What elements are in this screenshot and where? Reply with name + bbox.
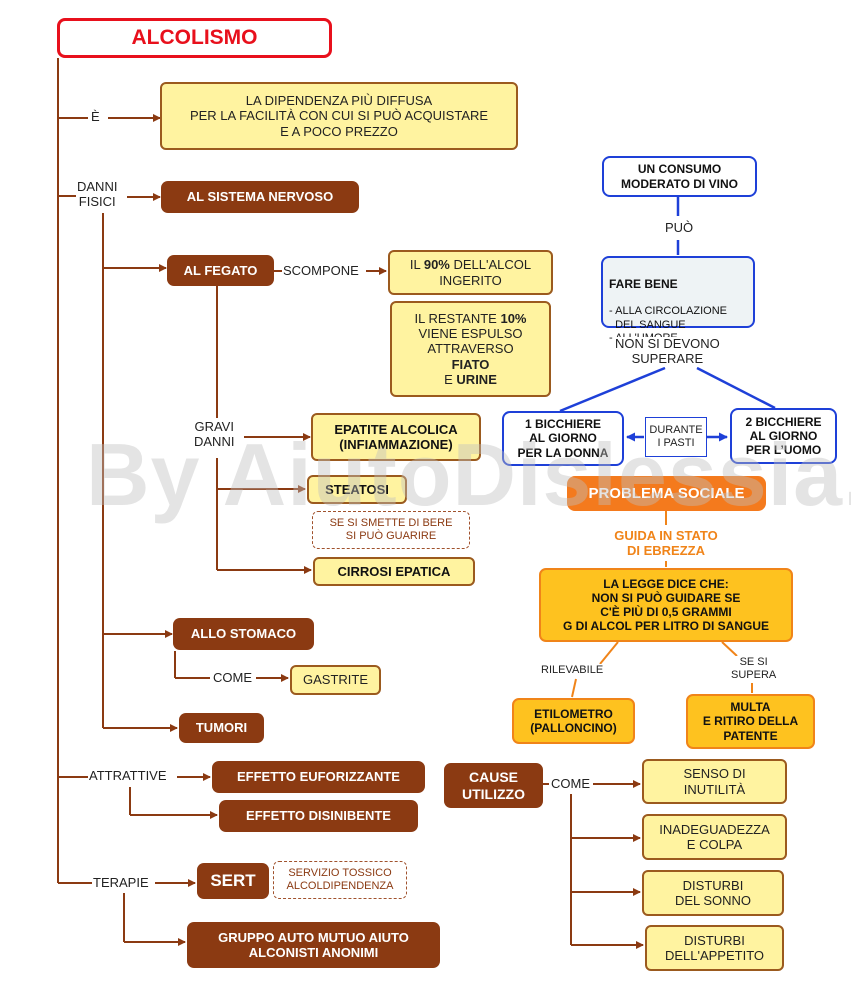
node-sert-desc: SERVIZIO TOSSICO ALCOLDIPENDENZA	[273, 861, 407, 899]
page-title-text: ALCOLISMO	[131, 25, 258, 49]
restante-fiato: FIATO	[451, 356, 490, 372]
node-inadeguadezza: INADEGUADEZZA E COLPA	[642, 814, 787, 860]
node-etilometro: ETILOMETRO (PALLONCINO)	[512, 698, 635, 744]
node-alcol-90-text: IL 90% DELL'ALCOL INGERITO	[410, 257, 531, 288]
link-label-terapie: TERAPIE	[92, 875, 150, 891]
node-epatite: EPATITE ALCOLICA (INFIAMMAZIONE)	[311, 413, 481, 461]
link-label-scompone: SCOMPONE	[282, 263, 360, 279]
node-gruppo: GRUPPO AUTO MUTUO AIUTO ALCONISTI ANONIM…	[187, 922, 440, 968]
node-cirrosi: CIRROSI EPATICA	[313, 557, 475, 586]
node-guida: GUIDA IN STATO DI EBREZZA	[590, 525, 742, 561]
alcol-90-post: DELL'ALCOL INGERITO	[439, 257, 532, 288]
node-tumori: TUMORI	[179, 713, 264, 743]
link-label-attrattive: ATTRATTIVE	[88, 768, 168, 784]
node-fegato: AL FEGATO	[167, 255, 274, 286]
node-problema-sociale: PROBLEMA SOCIALE	[567, 476, 766, 511]
alcol-90-pre: IL	[409, 257, 424, 273]
link-label-danni-fisici: DANNI FISICI	[76, 179, 119, 210]
node-gastrite: GASTRITE	[290, 665, 381, 695]
link-label-come-stomaco: COME	[212, 670, 253, 686]
restante-urine: URINE	[456, 371, 497, 387]
link-label-gravi-danni: GRAVI DANNI	[193, 419, 236, 450]
node-sert: SERT	[197, 863, 269, 899]
link-label-rilevabile: RILEVABILE	[540, 664, 605, 677]
node-alcol-90: IL 90% DELL'ALCOL INGERITO	[388, 250, 553, 295]
node-appetito: DISTURBI DELL'APPETITO	[645, 925, 784, 971]
restante-mid: VIENE ESPULSO ATTRAVERSO	[418, 326, 523, 357]
node-dipendenza: LA DIPENDENZA PIÙ DIFFUSA PER LA FACILIT…	[160, 82, 518, 150]
node-sistema-nervoso: AL SISTEMA NERVOSO	[161, 181, 359, 213]
node-restante-text: IL RESTANTE 10% VIENE ESPULSO ATTRAVERSO…	[415, 311, 527, 388]
page-title: ALCOLISMO	[57, 18, 332, 58]
link-label-come-cause: COME	[550, 776, 591, 792]
node-disinibente: EFFETTO DISINIBENTE	[219, 800, 418, 832]
node-cause: CAUSE UTILIZZO	[444, 763, 543, 808]
link-label-se-si-supera: SE SI SUPERA	[730, 656, 778, 682]
node-sonno: DISTURBI DEL SONNO	[642, 870, 784, 916]
node-euforizzante: EFFETTO EUFORIZZANTE	[212, 761, 425, 793]
restante-bold: 10%	[500, 310, 527, 326]
restante-pre: IL RESTANTE	[414, 310, 501, 326]
link-label-non-si-devono: NON SI DEVONO SUPERARE	[614, 336, 721, 367]
node-fare-bene: FARE BENE - ALLA CIRCOLAZIONE DEL SANGUE…	[601, 256, 755, 344]
link-label-puo: PUÒ	[664, 220, 695, 236]
node-consumo: UN CONSUMO MODERATO DI VINO	[602, 156, 757, 197]
restante-e: E	[444, 371, 453, 387]
node-multa: MULTA E RITIRO DELLA PATENTE	[686, 694, 815, 749]
link-label-e: È	[90, 109, 101, 125]
alcol-90-bold: 90%	[423, 257, 450, 273]
node-stomaco: ALLO STOMACO	[173, 618, 314, 650]
fare-bene-title: FARE BENE	[609, 277, 678, 292]
node-donna: 1 BICCHIERE AL GIORNO PER LA DONNA	[502, 411, 624, 466]
node-uomo: 2 BICCHIERE AL GIORNO PER L’UOMO	[730, 408, 837, 464]
node-durante: DURANTE I PASTI	[645, 417, 707, 457]
node-inutilita: SENSO DI INUTILITÀ	[642, 759, 787, 804]
node-legge: LA LEGGE DICE CHE: NON SI PUÒ GUIDARE SE…	[539, 568, 793, 642]
node-steatosi: STEATOSI	[307, 475, 407, 504]
node-guarire: SE SI SMETTE DI BERE SI PUÒ GUARIRE	[312, 511, 470, 549]
node-restante-10: IL RESTANTE 10% VIENE ESPULSO ATTRAVERSO…	[390, 301, 551, 397]
